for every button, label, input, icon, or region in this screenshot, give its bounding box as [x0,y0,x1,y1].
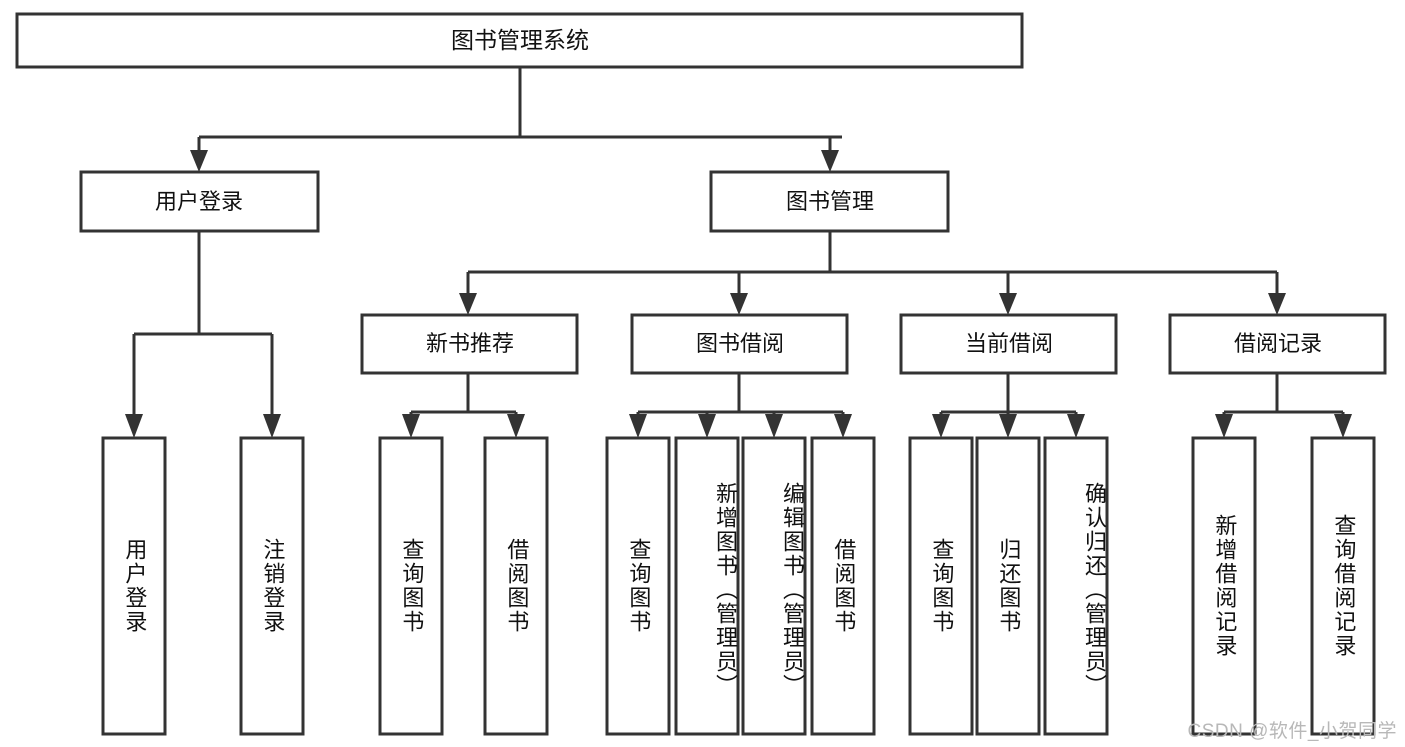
arrow-head-borrow-record [1268,293,1286,315]
leaf-box-4[interactable] [483,436,549,736]
arrow-head-leaf-12 [1215,414,1233,438]
node-root-box[interactable] [15,12,1024,69]
arrow-head-leaf-6 [698,414,716,438]
node-current-borrow-box[interactable] [899,313,1118,375]
arrow-head-current-borrow [999,293,1017,315]
leaf-box-3[interactable] [378,436,444,736]
arrow-head-leaf-10 [999,414,1017,438]
watermark-text: CSDN @软件_小贺同学 [1187,721,1397,742]
leaf-box-1[interactable] [101,436,167,736]
leaf-box-9[interactable] [908,436,974,736]
node-new-book-recommend-box[interactable] [360,313,579,375]
arrow-head-leaf-2 [263,414,281,438]
node-borrow-record-label: 借阅记录 [1234,331,1322,356]
arrow-head-borrow-book [730,293,748,315]
leaf-box-13[interactable] [1310,436,1376,736]
node-current-borrow-label: 当前借阅 [965,331,1053,356]
node-root-label: 图书管理系统 [451,27,589,53]
connector-layer [125,67,1352,438]
node-new-book-recommend[interactable]: 新书推荐 [360,313,579,375]
arrow-head-user-login [190,150,208,172]
arrow-head-leaf-9 [932,414,950,438]
node-new-book-recommend-label: 新书推荐 [426,331,514,356]
arrow-head-leaf-7 [765,414,783,438]
node-user-login-box[interactable] [79,170,320,233]
arrow-head-new-book [459,293,477,315]
leaf-box-5[interactable] [605,436,671,736]
arrow-head-leaf-13 [1334,414,1352,438]
leaf-box-6[interactable] [674,436,740,736]
node-user-login-label: 用户登录 [155,189,243,214]
node-layer: 图书管理系统 用户登录 图书管理 新书推荐 图书借阅 当前 [15,12,1387,736]
node-book-borrow[interactable]: 图书借阅 [630,313,849,375]
leaf-box-7[interactable] [741,436,807,736]
node-user-login[interactable]: 用户登录 [79,170,320,233]
leaf-box-2[interactable] [239,436,305,736]
arrow-head-leaf-1 [125,414,143,438]
arrow-head-leaf-8 [834,414,852,438]
arrow-head-book-manage [821,150,839,172]
node-book-borrow-box[interactable] [630,313,849,375]
node-book-manage[interactable]: 图书管理 [709,170,950,233]
arrow-head-leaf-5 [629,414,647,438]
node-book-manage-label: 图书管理 [786,189,874,214]
node-book-borrow-label: 图书借阅 [696,331,784,356]
leaf-box-12[interactable] [1191,436,1257,736]
arrow-head-leaf-4 [507,414,525,438]
leaf-box-10[interactable] [975,436,1041,736]
arrow-head-leaf-3 [402,414,420,438]
leaf-box-11[interactable] [1043,436,1109,736]
node-book-manage-box[interactable] [709,170,950,233]
arrow-head-leaf-11 [1067,414,1085,438]
leaf-box-8[interactable] [810,436,876,736]
node-borrow-record[interactable]: 借阅记录 [1168,313,1387,375]
node-current-borrow[interactable]: 当前借阅 [899,313,1118,375]
node-root[interactable]: 图书管理系统 [15,12,1024,69]
node-borrow-record-box[interactable] [1168,313,1387,375]
